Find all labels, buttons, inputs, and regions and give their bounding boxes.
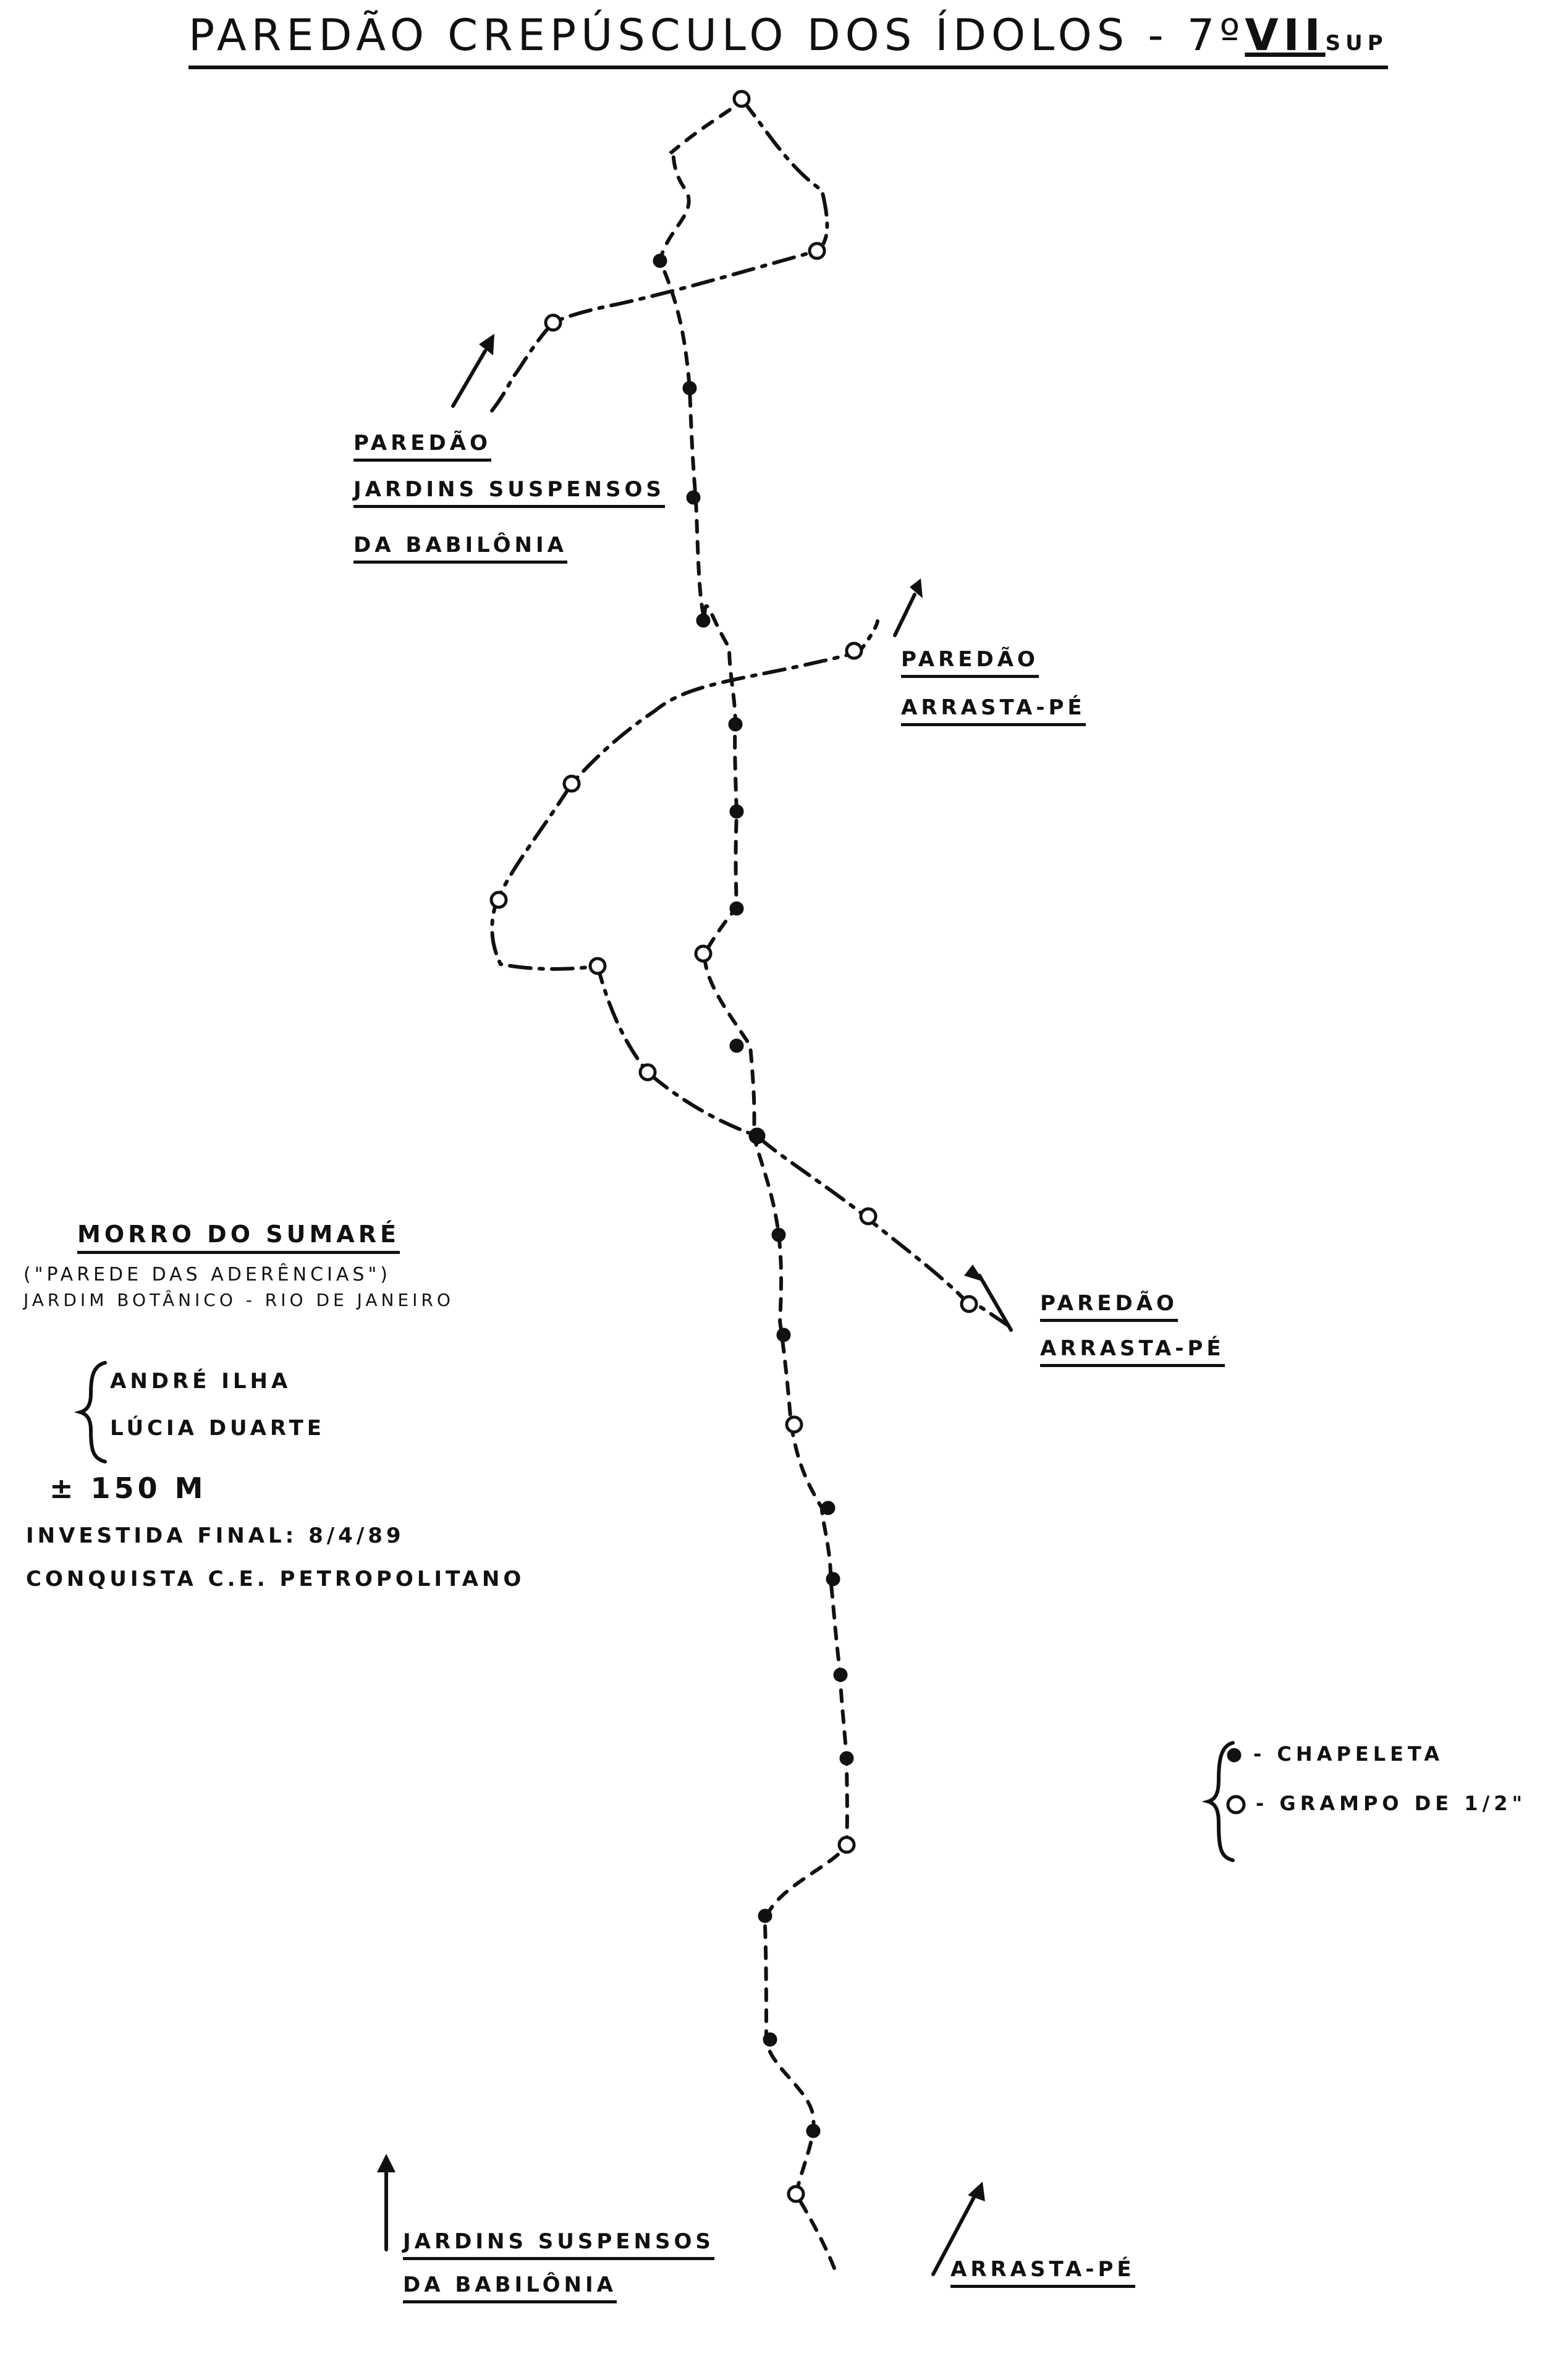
bolt-solid-dot-icon <box>833 1667 848 1682</box>
bolt-solid-dot-icon <box>653 253 667 268</box>
route-title: PAREDÃO CREPÚSCULO DOS ÍDOLOS - 7ºVIIsup <box>188 14 1388 69</box>
bolt-open-circle-icon <box>787 2185 805 2203</box>
legend-brace <box>1201 1741 1235 1862</box>
bolt-solid-dot-icon <box>748 1127 766 1145</box>
arrow-icon-arrasta-mid <box>978 1274 1013 1332</box>
legend-open-label: - GRAMPO DE 1/2" <box>1256 1792 1527 1815</box>
label-jardins-upper-2: JARDINS SUSPENSOS <box>353 479 665 508</box>
bolt-open-circle-icon <box>785 1415 803 1434</box>
label-arrasta-mid-1: PAREDÃO <box>1040 1293 1178 1322</box>
route-grade: VII <box>1245 10 1326 61</box>
label-arrasta-upper-1: PAREDÃO <box>901 649 1039 678</box>
bolt-solid-dot-icon <box>758 1908 772 1923</box>
bolt-open-circle-icon <box>562 774 581 793</box>
label-jardins-upper-1: PAREDÃO <box>353 433 491 462</box>
bolt-solid-dot-icon <box>729 901 744 916</box>
arrasta-variant-line <box>490 619 1010 1328</box>
bolt-solid-dot-icon <box>776 1328 791 1342</box>
bolt-open-circle-icon <box>638 1063 657 1082</box>
arrow-icon-arrasta-bottom <box>931 2191 978 2276</box>
bolt-open-circle-icon <box>694 944 713 963</box>
location-region: JARDIM BOTÂNICO - RIO DE JANEIRO <box>23 1290 454 1310</box>
route-title-main: PAREDÃO CREPÚSCULO DOS ÍDOLOS - 7º <box>188 10 1245 61</box>
bolt-solid-dot-icon <box>729 804 744 819</box>
bolt-open-circle-icon <box>837 1836 856 1854</box>
conquest-club: CONQUISTA C.E. PETROPOLITANO <box>26 1567 525 1591</box>
bolt-solid-dot-icon <box>686 490 701 505</box>
arrow-icon-jardins-upper <box>451 349 487 408</box>
location-name: MORRO DO SUMARÉ <box>77 1222 400 1254</box>
bolt-open-circle-icon <box>489 891 508 909</box>
bolt-open-circle-icon <box>960 1295 978 1313</box>
bolt-open-circle-icon <box>859 1207 878 1226</box>
bolt-open-circle-icon <box>845 642 863 660</box>
bolt-solid-dot-icon <box>763 2032 777 2047</box>
final-ascent-date: INVESTIDA FINAL: 8/4/89 <box>26 1523 405 1548</box>
bolt-solid-dot-icon <box>728 717 743 732</box>
label-jardins-bottom-1: JARDINS SUSPENSOS <box>403 2231 714 2260</box>
bolt-open-circle-icon <box>544 313 562 332</box>
bolt-solid-dot-icon <box>696 613 711 628</box>
bolt-solid-dot-icon <box>729 1038 744 1053</box>
climber-2: LÚCIA DUARTE <box>110 1416 325 1441</box>
climbers-brace <box>74 1361 107 1463</box>
bolt-solid-dot-icon <box>806 2124 821 2138</box>
label-arrasta-bottom: ARRASTA-PÉ <box>950 2259 1135 2288</box>
bolt-open-circle-icon <box>732 90 751 108</box>
route-grade-suffix: sup <box>1325 31 1388 56</box>
route-length: ± 150 m <box>49 1472 207 1505</box>
legend-open-circle-icon <box>1226 1795 1246 1815</box>
bolt-open-circle-icon <box>588 957 607 975</box>
bolt-solid-dot-icon <box>826 1572 840 1586</box>
bolt-solid-dot-icon <box>821 1501 836 1515</box>
label-arrasta-upper-2: ARRASTA-PÉ <box>901 697 1086 726</box>
label-arrasta-mid-2: ARRASTA-PÉ <box>1040 1338 1225 1367</box>
label-jardins-bottom-2: DA BABILÔNIA <box>403 2274 617 2303</box>
legend-solid-dot-icon <box>1227 1748 1242 1763</box>
bolt-solid-dot-icon <box>771 1227 786 1242</box>
bolt-solid-dot-icon <box>839 1751 854 1766</box>
legend-solid-label: - CHAPELETA <box>1253 1742 1444 1766</box>
jardins-variant-line <box>486 97 829 417</box>
main-route-line <box>658 97 849 2270</box>
climber-1: ANDRÉ ILHA <box>110 1369 292 1394</box>
label-jardins-upper-3: DA BABILÔNIA <box>353 535 567 564</box>
arrow-icon-arrasta-upper <box>893 593 916 637</box>
bolt-open-circle-icon <box>808 242 826 260</box>
bolt-solid-dot-icon <box>682 381 697 396</box>
location-subtitle: ("PAREDE DAS ADERÊNCIAS") <box>23 1264 391 1285</box>
